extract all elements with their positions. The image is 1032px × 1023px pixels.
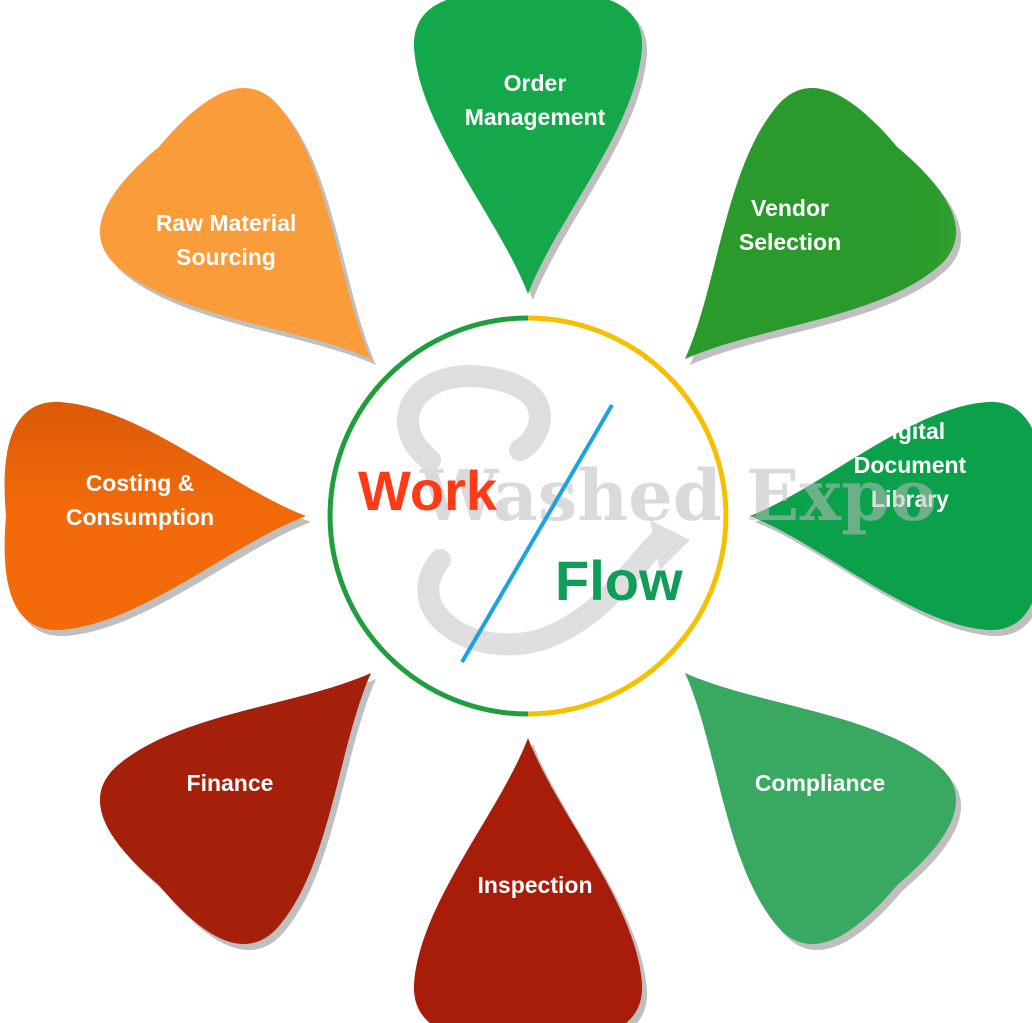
petal-label: Compliance	[755, 770, 885, 796]
work-flow-divider	[460, 403, 614, 664]
petal-shape	[99, 87, 372, 360]
petal-shape	[4, 401, 306, 631]
petal-label-line: Compliance	[755, 770, 885, 796]
center-hub: Washed Expo Work Flow	[327, 315, 937, 717]
ring-left-arc	[327, 315, 529, 717]
petal-label-line: Inspection	[477, 872, 592, 898]
petal-label-line: Library	[871, 486, 949, 512]
petal-label-line: Selection	[739, 229, 841, 255]
petal-label-line: Finance	[187, 770, 274, 796]
watermark-text: Washed Expo	[419, 454, 937, 537]
petal-label-line: Document	[854, 452, 967, 478]
petal-label-line: Consumption	[66, 504, 214, 530]
petal-compliance: Compliance	[684, 672, 962, 951]
petal-shape	[750, 401, 1032, 631]
petal-shape	[684, 87, 957, 360]
logo-watermark: Washed Expo	[397, 365, 937, 656]
petal-label: Finance	[187, 770, 274, 796]
petal-inspection: Inspection	[413, 738, 648, 1023]
petal-shape	[413, 0, 643, 294]
petal-label-line: Costing &	[86, 470, 195, 496]
petal-label-line: Order	[504, 70, 567, 96]
center-word-flow: Flow	[555, 549, 683, 612]
petal-label-line: Digital	[875, 418, 945, 444]
petal-label: Costing & Consumption	[66, 470, 214, 530]
petal-shape	[684, 672, 957, 945]
petal-label-line: Sourcing	[176, 244, 276, 270]
petal-label-line: Raw Material	[156, 210, 297, 236]
petal-label: Inspection	[477, 872, 592, 898]
petal-label-line: Vendor	[751, 195, 829, 221]
petal-finance: Finance	[99, 672, 377, 951]
petal-label-line: Management	[465, 104, 606, 130]
ring-right-arc	[527, 315, 729, 717]
petal-shape	[99, 672, 372, 945]
petal-shape	[413, 738, 643, 1023]
petal-costing-consumption: Costing & Consumption	[4, 401, 311, 637]
center-word-work: Work	[358, 459, 498, 522]
